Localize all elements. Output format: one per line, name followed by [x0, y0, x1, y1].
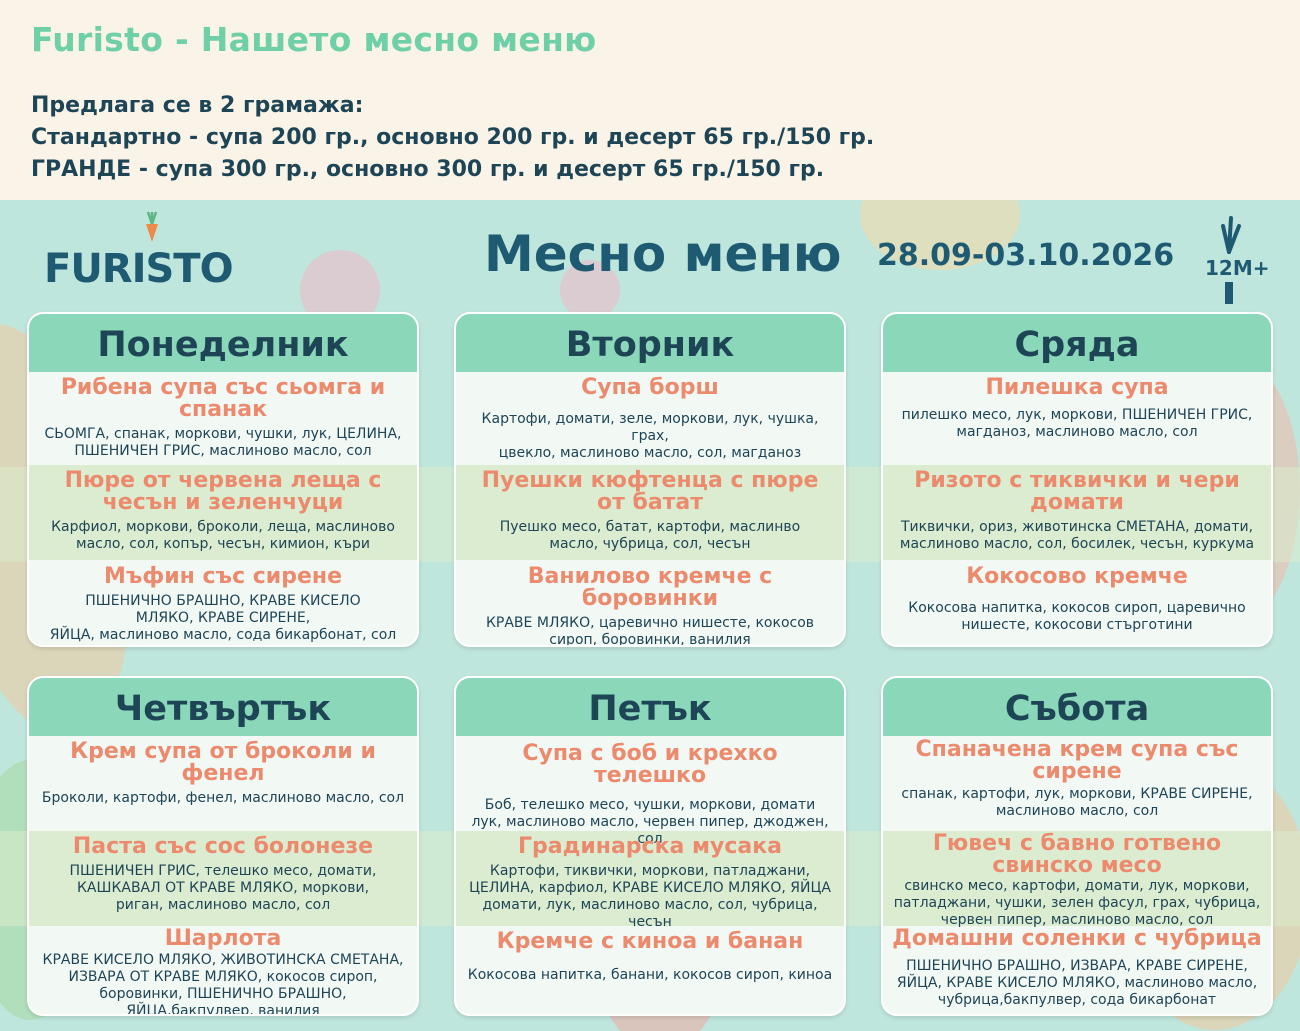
dish-name: Ванилово кремче с боровинки: [527, 564, 773, 611]
main-section: Гювеч с бавно готвено свинско месо свинс…: [883, 831, 1271, 928]
date-range: 28.09-03.10.2026: [877, 238, 1175, 273]
sprout-icon: [1221, 216, 1241, 304]
day-title: Четвъртък: [29, 678, 417, 736]
dish-ingredients: Броколи, картофи, фенел, маслиново масло…: [41, 790, 405, 806]
main-section: Паста със сос болонезе ПШЕНИЧЕН ГРИС, те…: [29, 831, 417, 926]
dessert-section: Ванилово кремче с боровинки КРАВЕ МЛЯКО,…: [456, 560, 844, 647]
dessert-section: Мъфин със сирене ПШЕНИЧНО БРАШНО, КРАВЕ …: [29, 560, 417, 644]
dish-ingredients: КРАВЕ МЛЯКО, царевично нишесте, кокосов …: [485, 615, 815, 647]
dish-name: Кокосово кремче: [966, 564, 1188, 589]
dish-ingredients: Пуешко месо, батат, картофи, маслинво ма…: [499, 519, 801, 552]
day-title: Петък: [456, 678, 844, 736]
dish-ingredients: Картофи, тиквички, моркови, патладжани, …: [469, 863, 831, 930]
dish-name: Градинарска мусака: [517, 834, 783, 859]
dish-name: Супа борш: [581, 375, 719, 400]
dish-ingredients: ПШЕНИЧНО БРАШНО, ИЗВАРА, КРАВЕ СИРЕНЕ, Я…: [896, 958, 1258, 1008]
dish-ingredients: пилешко месо, лук, моркови, ПШЕНИЧЕН ГРИ…: [901, 407, 1253, 440]
age-badge: 12M+: [1203, 212, 1270, 304]
dish-name: Пуешки кюфтенца с пюре от батат: [481, 468, 819, 515]
intro-line: ГРАНДЕ - супа 300 гр., основно 300 гр. и…: [31, 157, 825, 182]
dish-ingredients: Картофи, домати, зеле, моркови, лук, чуш…: [481, 411, 819, 461]
dish-name: Шарлота: [164, 926, 282, 951]
dish-name: Пилешка супа: [985, 375, 1169, 400]
menu-title: Месно меню: [484, 225, 842, 283]
day-title: Събота: [883, 678, 1271, 736]
day-card: Четвъртък Крем супа от броколи и фенел Б…: [27, 676, 419, 1016]
dessert-section: Шарлота КРАВЕ КИСЕЛО МЛЯКО, ЖИВОТИНСКА С…: [29, 926, 417, 1016]
soup-section: Супа с боб и крехко телешко Боб, телешко…: [456, 736, 844, 848]
day-card: Събота Спаначена крем супа със сирене сп…: [881, 676, 1273, 1016]
dish-ingredients: Кокосова напитка, кокосов сироп, царевич…: [908, 600, 1246, 633]
dish-ingredients: свинско месо, картофи, домати, лук, морк…: [893, 878, 1261, 928]
main-section: Ризото с тиквички и чери домати Тиквички…: [883, 465, 1271, 560]
logo-text: FURISTO: [44, 246, 234, 292]
dish-name: Супа с боб и крехко телешко: [522, 741, 778, 788]
dish-name: Кремче с киноа и банан: [496, 929, 804, 954]
dish-name: Спаначена крем супа със сирене: [915, 737, 1239, 784]
dish-ingredients: Кокосова напитка, банани, кокосов сироп,…: [467, 967, 833, 983]
day-title: Вторник: [456, 314, 844, 372]
age-badge-text: 12M+: [1205, 256, 1270, 280]
dish-ingredients: КРАВЕ КИСЕЛО МЛЯКО, ЖИВОТИНСКА СМЕТАНА, …: [42, 952, 404, 1016]
furisto-logo: FURISTO: [44, 212, 234, 300]
dish-ingredients: ПШЕНИЧЕН ГРИС, телешко месо, домати, КАШ…: [69, 863, 377, 913]
day-title: Сряда: [883, 314, 1271, 372]
day-card: Вторник Супа борш Картофи, домати, зеле,…: [454, 312, 846, 647]
soup-section: Пилешка супа пилешко месо, лук, моркови,…: [883, 372, 1271, 465]
dish-ingredients: ПШЕНИЧНО БРАШНО, КРАВЕ КИСЕЛО МЛЯКО, КРА…: [49, 593, 397, 643]
site-title: Furisto - Нашето месно меню: [31, 20, 597, 59]
intro-line: Предлага се в 2 грамажа:: [31, 93, 364, 118]
day-title: Понеделник: [29, 314, 417, 372]
dish-name: Мъфин със сирене: [103, 564, 343, 589]
soup-section: Спаначена крем супа със сирене спанак, к…: [883, 736, 1271, 831]
dessert-section: Домашни соленки с чубрица ПШЕНИЧНО БРАШН…: [883, 926, 1271, 1009]
day-card: Понеделник Рибена супа със сьомга и спан…: [27, 312, 419, 647]
intro-text: Предлага се в 2 грамажа: Стандартно - су…: [31, 90, 1269, 186]
dish-name: Крем супа от броколи и фенел: [70, 739, 376, 786]
dish-ingredients: СЬОМГА, спанак, моркови, чушки, лук, ЦЕЛ…: [44, 426, 402, 459]
day-card: Петък Супа с боб и крехко телешко Боб, т…: [454, 676, 846, 1016]
dish-ingredients: спанак, картофи, лук, моркови, КРАВЕ СИР…: [901, 786, 1253, 819]
dish-ingredients: Карфиол, моркови, броколи, леща, маслино…: [51, 519, 395, 552]
decor-blob: [560, 260, 620, 320]
dish-name: Гювеч с бавно готвено свинско месо: [932, 831, 1222, 878]
dish-name: Паста със сос болонезе: [72, 834, 374, 859]
header: Furisto - Нашето месно меню Предлага се …: [0, 0, 1300, 200]
soup-section: Супа борш Картофи, домати, зеле, моркови…: [456, 372, 844, 465]
main-section: Пуешки кюфтенца с пюре от батат Пуешко м…: [456, 465, 844, 560]
soup-section: Рибена супа със сьомга и спанак СЬОМГА, …: [29, 372, 417, 465]
menu-poster: FURISTO Месно меню 28.09-03.10.2026 12M+…: [0, 200, 1300, 1031]
dish-name: Домашни соленки с чубрица: [892, 926, 1262, 951]
dish-name: Рибена супа със сьомга и спанак: [60, 375, 386, 422]
dessert-section: Кокосово кремче Кокосова напитка, кокосо…: [883, 560, 1271, 634]
dish-ingredients: Тиквички, ориз, животинска СМЕТАНА, дома…: [899, 519, 1255, 552]
intro-line: Стандартно - супа 200 гр., основно 200 г…: [31, 125, 875, 150]
dish-name: Пюре от червена леща с чесън и зеленчуци: [64, 468, 382, 515]
dessert-section: Кремче с киноа и банан Кокосова напитка,…: [456, 926, 844, 984]
day-card: Сряда Пилешка супа пилешко месо, лук, мо…: [881, 312, 1273, 647]
dish-name: Ризото с тиквички и чери домати: [914, 468, 1240, 515]
main-section: Пюре от червена леща с чесън и зеленчуци…: [29, 465, 417, 560]
carrot-icon: [146, 212, 158, 242]
main-section: Градинарска мусака Картофи, тиквички, мо…: [456, 831, 844, 930]
soup-section: Крем супа от броколи и фенел Броколи, ка…: [29, 736, 417, 831]
dish-ingredients: Боб, телешко месо, чушки, моркови, домат…: [471, 797, 829, 847]
